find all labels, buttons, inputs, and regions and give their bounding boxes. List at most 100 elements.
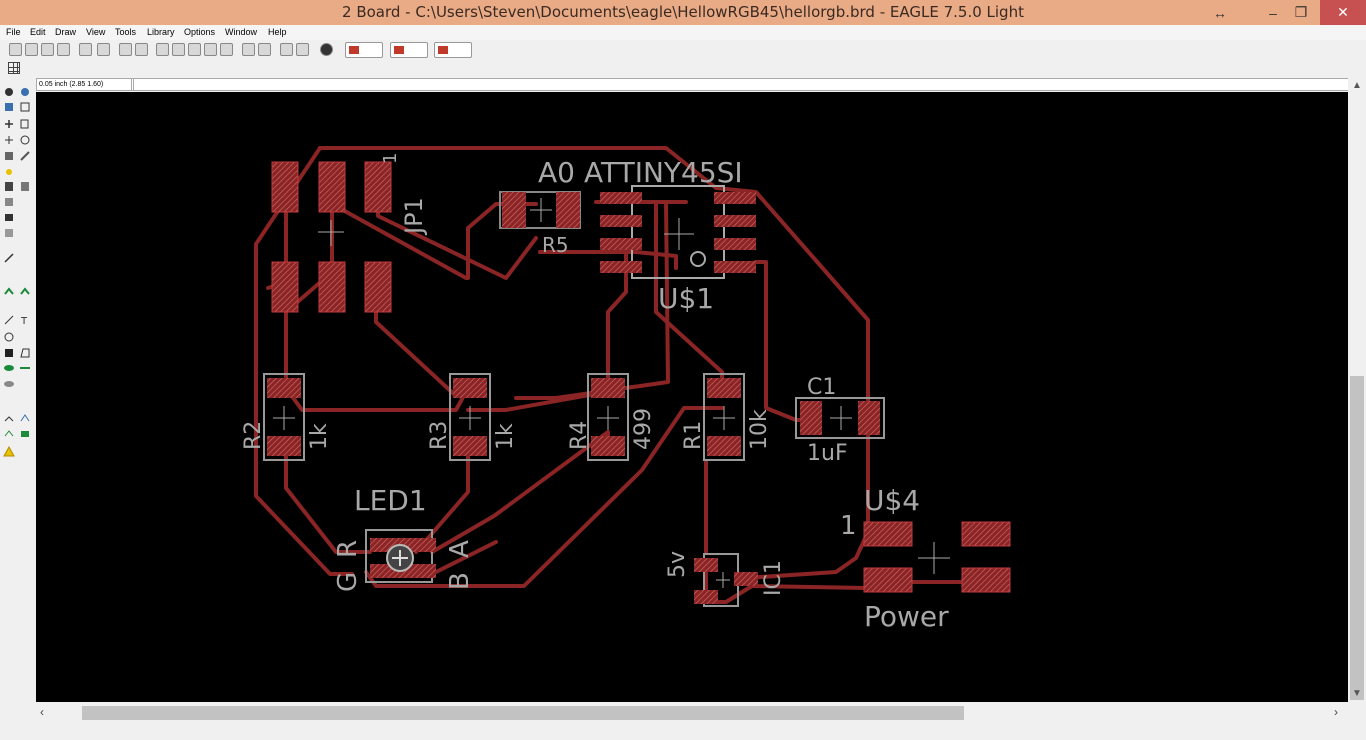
c1-capacitor[interactable] xyxy=(795,397,885,439)
left-tool-palette: T xyxy=(0,78,36,740)
redraw-icon[interactable] xyxy=(204,43,217,56)
stop-icon[interactable] xyxy=(280,43,293,56)
move-icon[interactable] xyxy=(5,120,13,128)
smash-icon[interactable] xyxy=(5,229,13,237)
r2-resistor[interactable] xyxy=(263,373,305,461)
led-pin-b-label: B xyxy=(445,572,475,590)
command-line-input[interactable] xyxy=(133,79,1365,90)
cam-icon[interactable] xyxy=(57,43,70,56)
print-icon[interactable] xyxy=(41,43,54,56)
u4-power-connector[interactable] xyxy=(863,521,1011,593)
ripup-icon[interactable] xyxy=(20,287,30,295)
mark-icon[interactable] xyxy=(20,102,30,112)
r5-resistor[interactable] xyxy=(499,191,581,229)
warning-icon[interactable] xyxy=(3,445,15,457)
attiny45-chip[interactable] xyxy=(600,185,756,279)
r4-resistor[interactable] xyxy=(587,373,629,461)
ratsnest-icon[interactable] xyxy=(4,416,14,422)
rect-icon[interactable] xyxy=(5,349,13,357)
zoom-in-icon[interactable] xyxy=(172,43,185,56)
via-icon[interactable] xyxy=(4,365,14,371)
scroll-up-icon[interactable]: ▲ xyxy=(1352,80,1362,91)
horizontal-scroll-thumb[interactable] xyxy=(82,706,964,720)
grid-icon[interactable] xyxy=(8,62,20,74)
menu-tools[interactable]: Tools xyxy=(115,27,137,37)
parameter-toolbar xyxy=(0,60,1366,77)
change-icon[interactable] xyxy=(20,151,30,161)
circle-icon[interactable] xyxy=(4,332,14,342)
scroll-right-icon[interactable]: › xyxy=(1334,705,1338,719)
menu-view[interactable]: View xyxy=(86,27,106,37)
design-link-icon[interactable] xyxy=(345,42,383,58)
r2-label: R2 xyxy=(241,421,266,450)
title-bar: 2 Board - C:\Users\Steven\Documents\eagl… xyxy=(0,0,1366,25)
power-label: Power xyxy=(864,600,949,633)
minimize-button[interactable]: – xyxy=(1269,4,1277,21)
menu-window[interactable]: Window xyxy=(225,27,258,37)
redo-icon[interactable] xyxy=(258,43,271,56)
add-icon[interactable] xyxy=(21,182,29,191)
zoom-select-icon[interactable] xyxy=(220,43,233,56)
restore-button[interactable]: ❐ xyxy=(1294,4,1308,20)
scroll-down-icon[interactable]: ▼ xyxy=(1352,688,1362,699)
menu-file[interactable]: File xyxy=(6,27,21,37)
wire-icon[interactable] xyxy=(4,315,14,325)
r1-resistor[interactable] xyxy=(703,373,745,461)
lock-icon[interactable] xyxy=(5,214,13,221)
copy-icon[interactable] xyxy=(20,119,29,129)
polygon-icon[interactable] xyxy=(20,348,30,358)
route-icon[interactable] xyxy=(4,287,14,295)
menu-library[interactable]: Library xyxy=(147,27,175,37)
resize-icon[interactable]: ↔ xyxy=(1213,4,1227,21)
board-canvas[interactable]: JP1 1 R5 A0 ATTINY45SI U$1 xyxy=(36,92,1348,702)
led1-rgb-led[interactable] xyxy=(365,529,436,583)
scroll-left-icon[interactable]: ‹ xyxy=(40,705,44,719)
display-layers-icon[interactable] xyxy=(5,103,13,111)
script-icon[interactable] xyxy=(79,43,92,56)
text-icon[interactable]: T xyxy=(20,316,28,327)
r3-value: 1k xyxy=(493,423,518,450)
undo-icon[interactable] xyxy=(242,43,255,56)
delete-icon[interactable] xyxy=(5,182,13,191)
attiny-label: ATTINY45SI xyxy=(584,156,743,189)
ic1-regulator[interactable] xyxy=(694,553,758,607)
vertical-scrollbar[interactable]: ▲ ▼ xyxy=(1348,78,1366,704)
r3-resistor[interactable] xyxy=(449,373,491,461)
menu-options[interactable]: Options xyxy=(184,27,216,37)
drc-icon[interactable] xyxy=(4,430,14,437)
open-icon[interactable] xyxy=(9,43,22,56)
jp1-header[interactable] xyxy=(271,161,392,313)
replace-icon[interactable] xyxy=(5,198,13,206)
menu-edit[interactable]: Edit xyxy=(30,27,46,37)
vertical-scroll-thumb[interactable] xyxy=(1350,376,1364,700)
show-icon[interactable] xyxy=(21,88,29,96)
group-icon[interactable] xyxy=(5,152,13,160)
menu-draw[interactable]: Draw xyxy=(55,27,77,37)
display-icon[interactable] xyxy=(135,43,148,56)
pcb-layout: JP1 1 R5 A0 ATTINY45SI U$1 xyxy=(241,146,1011,633)
rotate-icon[interactable] xyxy=(20,135,30,145)
menu-help[interactable]: Help xyxy=(268,27,287,37)
save-icon[interactable] xyxy=(25,43,38,56)
led-pin-a-label: A xyxy=(445,540,475,558)
horizontal-scrollbar[interactable]: ‹ › xyxy=(36,704,1348,722)
info-icon[interactable] xyxy=(5,88,13,96)
close-button[interactable]: ✕ xyxy=(1320,0,1366,25)
zoom-out-icon[interactable] xyxy=(188,43,201,56)
layers-icon[interactable] xyxy=(4,381,14,387)
help-icon[interactable] xyxy=(320,43,333,56)
errors-icon[interactable] xyxy=(21,431,29,437)
paste-icon[interactable] xyxy=(6,169,12,175)
window-layer-icon[interactable] xyxy=(119,43,132,56)
r4-value: 499 xyxy=(631,408,656,450)
idf-to-3d-icon[interactable] xyxy=(434,42,472,58)
auto-icon[interactable] xyxy=(20,414,30,422)
zoom-fit-icon[interactable] xyxy=(156,43,169,56)
mirror-icon[interactable] xyxy=(5,136,13,144)
split-icon[interactable] xyxy=(4,253,14,263)
pcb-quote-icon[interactable] xyxy=(390,42,428,58)
attiny-prefix-label: A0 xyxy=(538,156,575,189)
run-ulp-icon[interactable] xyxy=(97,43,110,56)
u4-pin1-label: 1 xyxy=(840,511,857,541)
go-icon[interactable] xyxy=(296,43,309,56)
